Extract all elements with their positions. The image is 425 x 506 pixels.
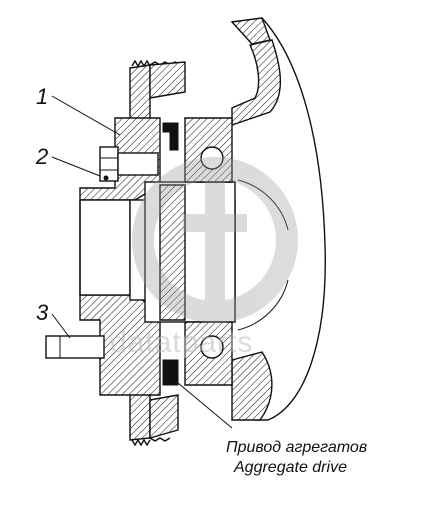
bolt: [99, 146, 159, 182]
caption-russian: Привод агрегатов: [226, 439, 367, 456]
leader-lines: [51, 95, 233, 429]
housing-outline: [230, 17, 326, 421]
stud: [45, 335, 105, 359]
callout-3-label: 3: [36, 300, 49, 325]
callout-2-label: 2: [35, 144, 48, 169]
caption-english: Aggregate drive: [233, 459, 347, 476]
upper-bearing: [162, 117, 233, 183]
shaft: [129, 181, 236, 323]
watermark-text: datatparts: [110, 326, 253, 359]
lower-bearing: [162, 321, 233, 386]
callout-1-label: 1: [36, 84, 48, 109]
watermark-logo: [132, 157, 298, 323]
